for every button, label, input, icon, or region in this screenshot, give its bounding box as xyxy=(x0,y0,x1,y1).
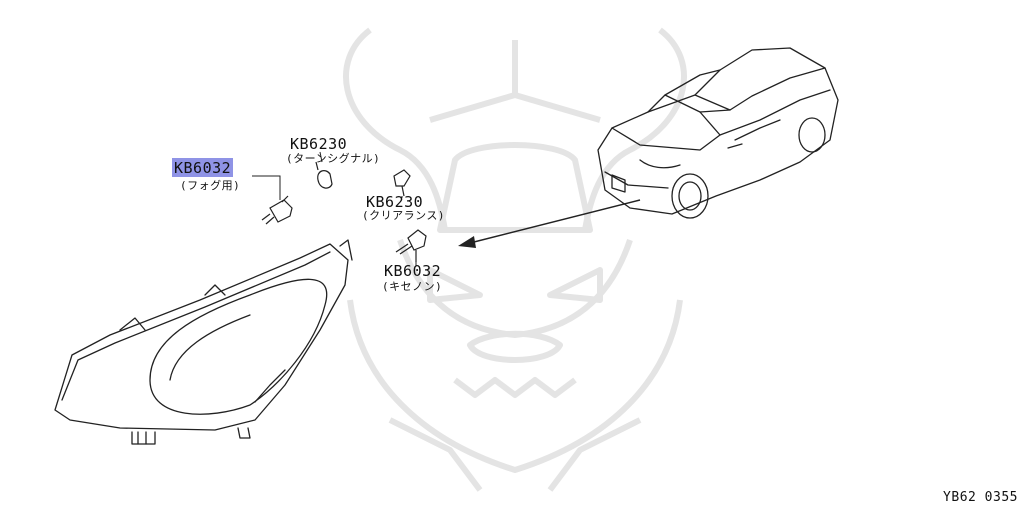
part-note-clearance: (クリアランス) xyxy=(362,209,446,222)
leader-lines xyxy=(252,151,417,266)
diagram-id-label: YB62 0355 xyxy=(943,490,1018,505)
part-note-turn-signal: (ターンシグナル) xyxy=(286,152,381,165)
fog-bulb xyxy=(261,195,293,225)
xenon-bulb xyxy=(395,229,427,262)
headlamp-assembly xyxy=(54,239,353,445)
part-code-fog[interactable]: KB6032 xyxy=(172,158,234,177)
part-code-clearance[interactable]: KB6230 xyxy=(366,193,424,211)
part-note-fog: (フォグ用) xyxy=(180,179,241,192)
part-code-turn-signal[interactable]: KB6230 xyxy=(290,135,348,153)
pointer-arrow xyxy=(458,199,641,248)
samurai-watermark xyxy=(343,27,687,492)
clearance-bulb xyxy=(393,169,411,197)
part-note-xenon: (キセノン) xyxy=(382,280,443,293)
car-illustration xyxy=(597,47,839,219)
part-code-xenon[interactable]: KB6032 xyxy=(384,262,442,280)
turn-signal-bulb xyxy=(315,161,333,189)
